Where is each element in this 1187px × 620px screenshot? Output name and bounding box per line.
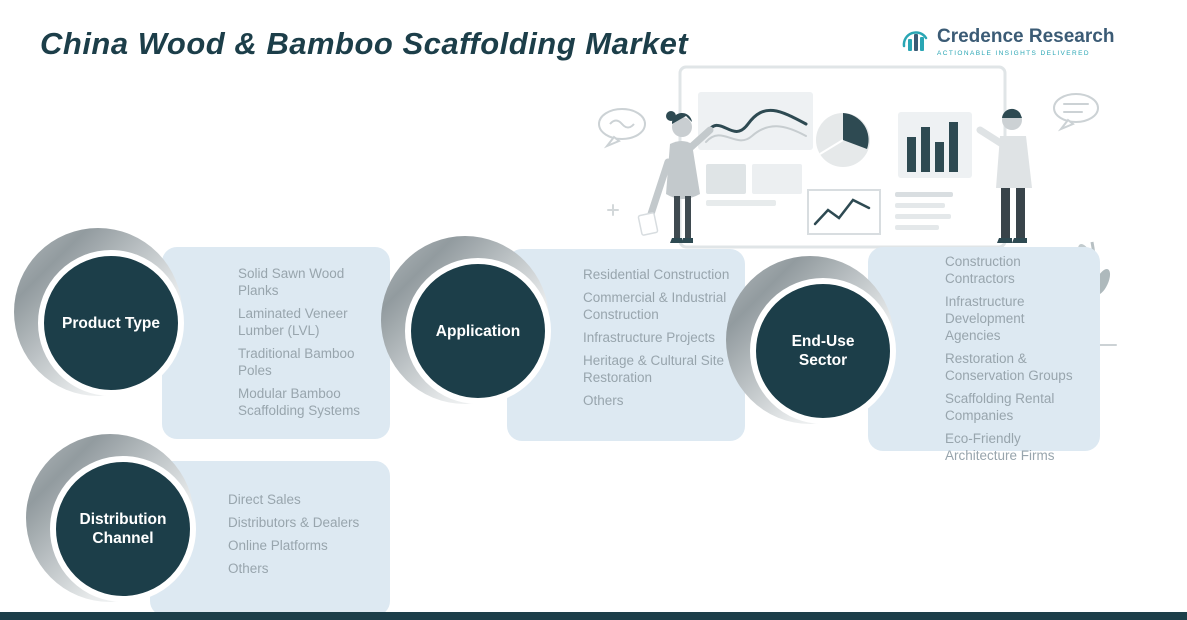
- plus-decoration: [607, 204, 619, 216]
- page-title: China Wood & Bamboo Scaffolding Market: [40, 26, 689, 61]
- segment-item: Others: [228, 561, 269, 576]
- credence-research-logo: Credence Research Actionable Insights De…: [900, 26, 1114, 61]
- segment-item: Heritage & Cultural Site Restoration: [583, 353, 725, 385]
- segment-item: Direct Sales: [228, 492, 301, 507]
- logo-tagline: Actionable Insights Delivered: [937, 50, 1090, 57]
- man-figure: [976, 108, 1032, 243]
- segment-item: Laminated Veneer Lumber (LVL): [238, 306, 348, 338]
- segment-item: Residential Construction: [583, 267, 730, 282]
- segment-label: Product Type: [62, 314, 160, 332]
- distribution-channel-panel: Direct Sales Distributors & Dealers Onli…: [150, 461, 390, 616]
- segment-item: Distributors & Dealers: [228, 515, 360, 530]
- end-use-sector-circle: End-Use Sector: [750, 278, 896, 424]
- segment-label: Distribution Channel: [79, 511, 167, 547]
- distribution-channel-circle: Distribution Channel: [50, 456, 196, 602]
- logo-barchart-icon: [900, 26, 930, 61]
- woman-figure: [637, 111, 714, 243]
- end-use-sector-panel: Construction Contractors Infrastructure …: [868, 247, 1100, 463]
- segment-item: Construction Contractors: [945, 254, 1021, 286]
- segment-label: End-Use Sector: [791, 333, 855, 369]
- segment-item: Online Platforms: [228, 538, 328, 553]
- logo-text: Credence Research Actionable Insights De…: [937, 26, 1114, 57]
- segment-item: Traditional Bamboo Poles: [238, 346, 355, 378]
- application-circle: Application: [405, 258, 551, 404]
- segment-item: Infrastructure Development Agencies: [945, 294, 1025, 343]
- segment-item: Solid Sawn Wood Planks: [238, 266, 345, 298]
- segment-item: Restoration & Conservation Groups: [945, 351, 1073, 383]
- speech-bubble-left: [598, 108, 646, 149]
- segment-item: Eco-Friendly Architecture Firms: [945, 431, 1055, 463]
- speech-bubble-right: [1053, 93, 1099, 132]
- segment-item: Others: [583, 393, 624, 408]
- product-type-panel: Solid Sawn Wood Planks Laminated Veneer …: [162, 247, 390, 439]
- segment-item: Scaffolding Rental Companies: [945, 391, 1055, 423]
- logo-name: Credence Research: [937, 26, 1115, 47]
- segment-item: Commercial & Industrial Construction: [583, 290, 727, 322]
- bottom-accent-bar: [0, 612, 1187, 620]
- segment-item: Infrastructure Projects: [583, 330, 716, 345]
- product-type-circle: Product Type: [38, 250, 184, 396]
- presentation-illustration: [580, 52, 1120, 352]
- segment-item: Modular Bamboo Scaffolding Systems: [238, 386, 361, 418]
- segment-label: Application: [435, 322, 521, 340]
